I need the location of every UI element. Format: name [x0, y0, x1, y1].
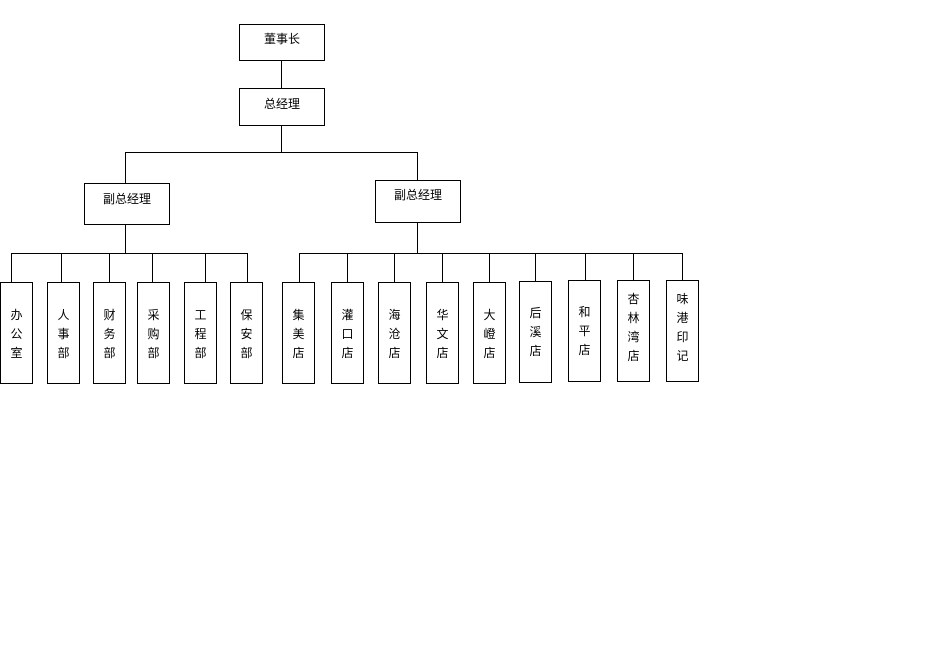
- connector-dept-2-6: [535, 253, 536, 281]
- node-dept-2-3-label: 海沧店: [388, 308, 401, 360]
- connector-dept-1-2: [61, 253, 62, 282]
- node-dept-2-1: 集美店: [282, 282, 315, 384]
- connector-dept-1-3: [109, 253, 110, 282]
- node-dept-2-9: 味港印记: [666, 280, 699, 382]
- connector-root-gm: [281, 60, 282, 88]
- node-dept-1-2-label: 人事部: [57, 308, 70, 360]
- connector-dept-2-5: [489, 253, 490, 282]
- connector-dept-2-1: [299, 253, 300, 282]
- node-dept-1-6-label: 保安部: [240, 308, 253, 360]
- connector-dept-2-7: [585, 253, 586, 280]
- node-dept-2-9-label: 味港印记: [676, 292, 689, 363]
- node-deputy-1: 副总经理: [84, 183, 170, 225]
- node-dept-2-2: 灌口店: [331, 282, 364, 384]
- node-dept-1-5-label: 工程部: [194, 308, 207, 360]
- connector-gm-branch: [281, 125, 282, 152]
- node-dept-1-3: 财务部: [93, 282, 126, 384]
- node-dept-2-5: 大嶝店: [473, 282, 506, 384]
- node-dept-2-6: 后溪店: [519, 281, 552, 383]
- connector-deputy-2-down: [417, 222, 418, 253]
- node-dept-2-8: 杏林湾店: [617, 280, 650, 382]
- connector-dept-2-8: [633, 253, 634, 280]
- node-deputy-2: 副总经理: [375, 180, 461, 223]
- connector-departments-bar-1: [11, 253, 248, 254]
- node-dept-2-4: 华文店: [426, 282, 459, 384]
- node-dept-2-1-label: 集美店: [292, 308, 305, 360]
- node-dept-2-7-label: 和平店: [578, 305, 591, 357]
- node-dept-1-2: 人事部: [47, 282, 80, 384]
- connector-dept-2-9: [682, 253, 683, 280]
- connector-bar-deputy-2: [417, 152, 418, 180]
- node-dept-2-3: 海沧店: [378, 282, 411, 384]
- node-dept-2-7: 和平店: [568, 280, 601, 382]
- node-dept-2-4-label: 华文店: [436, 308, 449, 360]
- connector-dept-1-1: [11, 253, 12, 282]
- node-dept-2-8-label: 杏林湾店: [627, 292, 640, 363]
- node-chairman-label: 董事长: [263, 32, 300, 46]
- connector-dept-2-4: [442, 253, 443, 282]
- node-deputy-1-label: 副总经理: [102, 192, 151, 206]
- node-dept-1-4: 采购部: [137, 282, 170, 384]
- node-general-manager-label: 总经理: [263, 97, 300, 111]
- connector-bar-deputy-1: [125, 152, 126, 183]
- node-dept-1-1: 办公室: [0, 282, 33, 384]
- node-dept-2-6-label: 后溪店: [529, 306, 542, 358]
- node-dept-2-5-label: 大嶝店: [483, 308, 496, 360]
- node-chairman: 董事长: [239, 24, 325, 61]
- connector-dept-2-3: [394, 253, 395, 282]
- node-deputy-2-label: 副总经理: [393, 188, 442, 202]
- node-dept-2-2-label: 灌口店: [341, 308, 354, 360]
- connector-departments-bar-2: [299, 253, 683, 254]
- node-dept-1-4-label: 采购部: [147, 308, 160, 360]
- connector-deputies-bar: [125, 152, 418, 153]
- node-dept-1-1-label: 办公室: [10, 308, 23, 360]
- node-general-manager: 总经理: [239, 88, 325, 126]
- node-dept-1-6: 保安部: [230, 282, 263, 384]
- node-dept-1-3-label: 财务部: [103, 308, 116, 360]
- connector-dept-1-5: [205, 253, 206, 282]
- connector-deputy-1-down: [125, 224, 126, 253]
- node-dept-1-5: 工程部: [184, 282, 217, 384]
- connector-dept-2-2: [347, 253, 348, 282]
- connector-dept-1-4: [152, 253, 153, 282]
- connector-dept-1-6: [247, 253, 248, 282]
